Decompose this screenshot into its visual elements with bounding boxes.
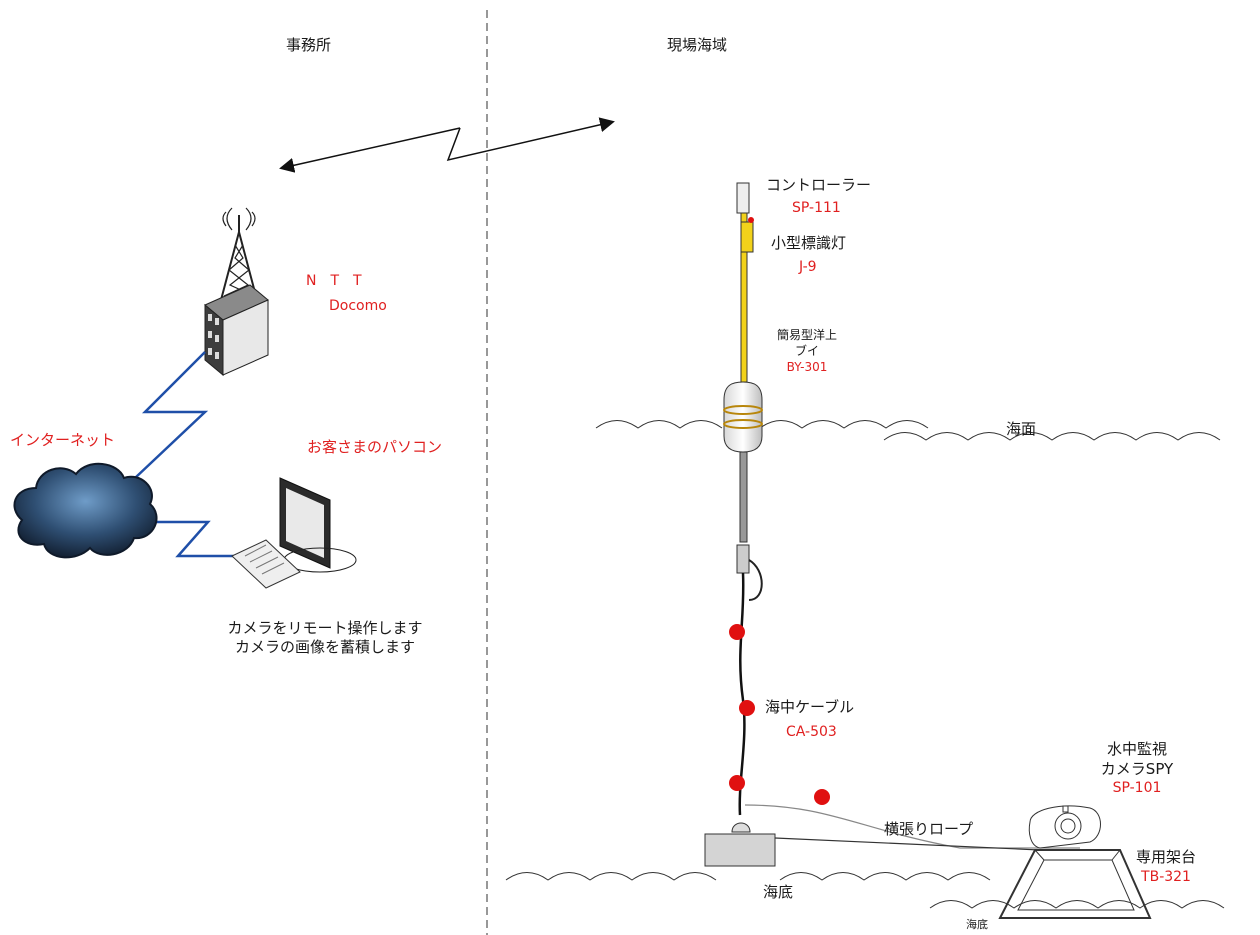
carrier-brand: Docomo [329, 298, 387, 314]
camera-label: 水中監視 カメラSPY SP-101 [1092, 740, 1182, 797]
carrier-name: N T T [306, 273, 362, 289]
buoy-label: 簡易型洋上 ブイ BY-301 [772, 327, 842, 376]
underwater-camera-icon [1028, 805, 1101, 849]
seabed-waves [505, 872, 1225, 909]
stand-name: 専用架台 [1135, 848, 1196, 866]
camera-stand-icon [998, 849, 1152, 919]
buoy-mast [736, 182, 754, 383]
description-line: カメラの画像を蓄積します [234, 637, 415, 656]
buoy-name-line: ブイ [794, 344, 819, 359]
wireless-link-arrow [279, 117, 615, 173]
section-office-label: 事務所 [286, 36, 332, 54]
seabed-label: 海底 [763, 883, 794, 901]
float-marker [814, 789, 830, 805]
section-site-label: 現場海域 [667, 36, 728, 54]
customer-pc-label: お客さまのパソコン [307, 438, 443, 456]
seabed-label: 海底 [966, 918, 988, 931]
network-links [134, 351, 238, 558]
buoy-float [723, 381, 763, 601]
float-marker [729, 775, 745, 791]
building-icon [204, 284, 269, 377]
camera-model: SP-101 [1112, 780, 1162, 796]
office-description: カメラをリモート操作します カメラの画像を蓄積します [205, 619, 445, 657]
internet-label: インターネット [10, 431, 116, 449]
description-line: カメラをリモート操作します [227, 619, 423, 637]
camera-name-line: 水中監視 [1106, 740, 1167, 758]
controller-model: SP-111 [792, 200, 841, 216]
cable-name: 海中ケーブル [765, 698, 855, 716]
float-marker [729, 624, 745, 640]
cable-model: CA-503 [786, 724, 837, 740]
computer-icon [231, 477, 357, 589]
camera-name-line: カメラSPY [1100, 759, 1174, 778]
buoy-model: BY-301 [786, 360, 828, 375]
sea-surface-label: 海面 [1006, 420, 1037, 438]
horizontal-rope [744, 804, 1080, 851]
float-marker [739, 700, 755, 716]
beacon-name: 小型標識灯 [771, 234, 847, 252]
buoy-name-line: 簡易型洋上 [776, 328, 837, 342]
anchor-block [704, 822, 776, 867]
controller-name: コントローラー [766, 176, 872, 194]
sea-surface-waves [595, 420, 1221, 441]
internet-cloud-icon [13, 462, 158, 559]
stand-model: TB-321 [1141, 868, 1191, 885]
rope-label: 横張りロープ [884, 820, 974, 838]
beacon-model: J-9 [799, 259, 817, 275]
stand-label: 専用架台 TB-321 [1126, 848, 1206, 886]
